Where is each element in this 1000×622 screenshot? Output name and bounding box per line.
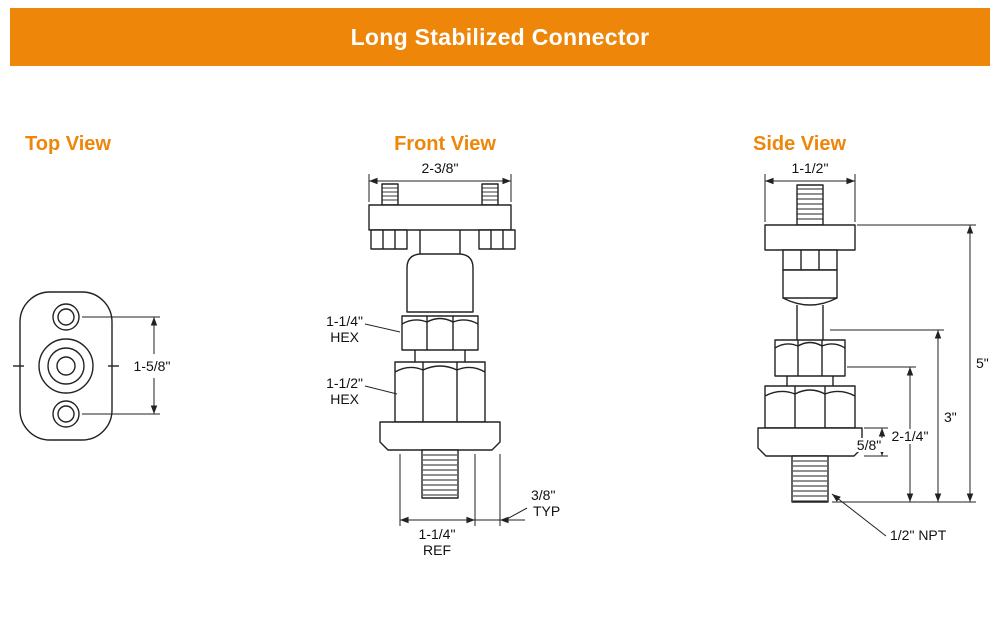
center-bore [38, 338, 94, 394]
dim-ref-word: REF [423, 542, 451, 558]
front-view-heading: Front View [394, 133, 496, 155]
label-hex-small-word: HEX [330, 329, 359, 345]
dim-side-width: 1-1/2" [792, 160, 829, 176]
label-hex-small-size: 1-1/4" [326, 313, 363, 329]
stud-right [481, 183, 499, 206]
top-plate [368, 204, 512, 231]
dim-three-inch: 3" [944, 409, 957, 425]
dim-typ-word: TYP [533, 503, 560, 519]
side-view-drawing-area: 1-1/2" 5" 3" 2-1/4" 5/8" 1/2" NPT [757, 160, 989, 543]
top-view-drawing-area: 1-5/8" [13, 291, 171, 441]
top-view-dimensions: 1-5/8" [82, 316, 171, 415]
nut-left [370, 229, 408, 250]
nut-right [478, 229, 516, 250]
upper-body [406, 253, 474, 313]
side-view-body [757, 184, 863, 503]
hex-large [394, 361, 486, 423]
upper-body-side [782, 269, 838, 299]
hex-large-side [764, 385, 856, 429]
bottom-flange-side [757, 427, 863, 457]
bottom-flange [379, 421, 501, 451]
side-view-dimensions: 1-1/2" 5" 3" 2-1/4" 5/8" 1/2" NPT [764, 160, 989, 543]
threaded-nipple-side [791, 455, 829, 503]
dim-bolt-spacing: 1-5/8" [134, 358, 171, 374]
stud-left [381, 183, 399, 206]
label-hex-large-size: 1-1/2" [326, 375, 363, 391]
hex-small-side [774, 339, 846, 377]
dim-overall-height: 5" [976, 355, 989, 371]
side-view-heading: Side View [753, 133, 847, 155]
top-plate-side [764, 224, 856, 251]
top-view-body [13, 291, 119, 441]
label-npt-thread: 1/2" NPT [890, 527, 947, 543]
front-view-dimensions: 2-3/8" 1-1/4" HEX 1-1/2" HEX 1-1/4" REF … [326, 160, 560, 558]
hex-small [401, 315, 479, 351]
bolt-hole-top [52, 303, 80, 331]
page-title: Long Stabilized Connector [350, 23, 650, 50]
label-hex-large-word: HEX [330, 391, 359, 407]
nut-side [782, 249, 838, 271]
title-banner: Long Stabilized Connector [10, 8, 990, 66]
bolt-hole-bottom [52, 400, 80, 428]
dim-typ-size: 3/8" [531, 487, 555, 503]
dim-two-quarter: 2-1/4" [892, 428, 929, 444]
threaded-nipple [421, 449, 459, 499]
front-view-drawing-area: 2-3/8" 1-1/4" HEX 1-1/2" HEX 1-1/4" REF … [326, 160, 560, 558]
dim-plate-width: 2-3/8" [422, 160, 459, 176]
dim-five-eighth: 5/8" [857, 437, 881, 453]
dim-ref-size: 1-1/4" [419, 526, 456, 542]
flange-outline [19, 291, 113, 441]
top-view-heading: Top View [25, 133, 111, 155]
front-view-body [368, 183, 516, 499]
